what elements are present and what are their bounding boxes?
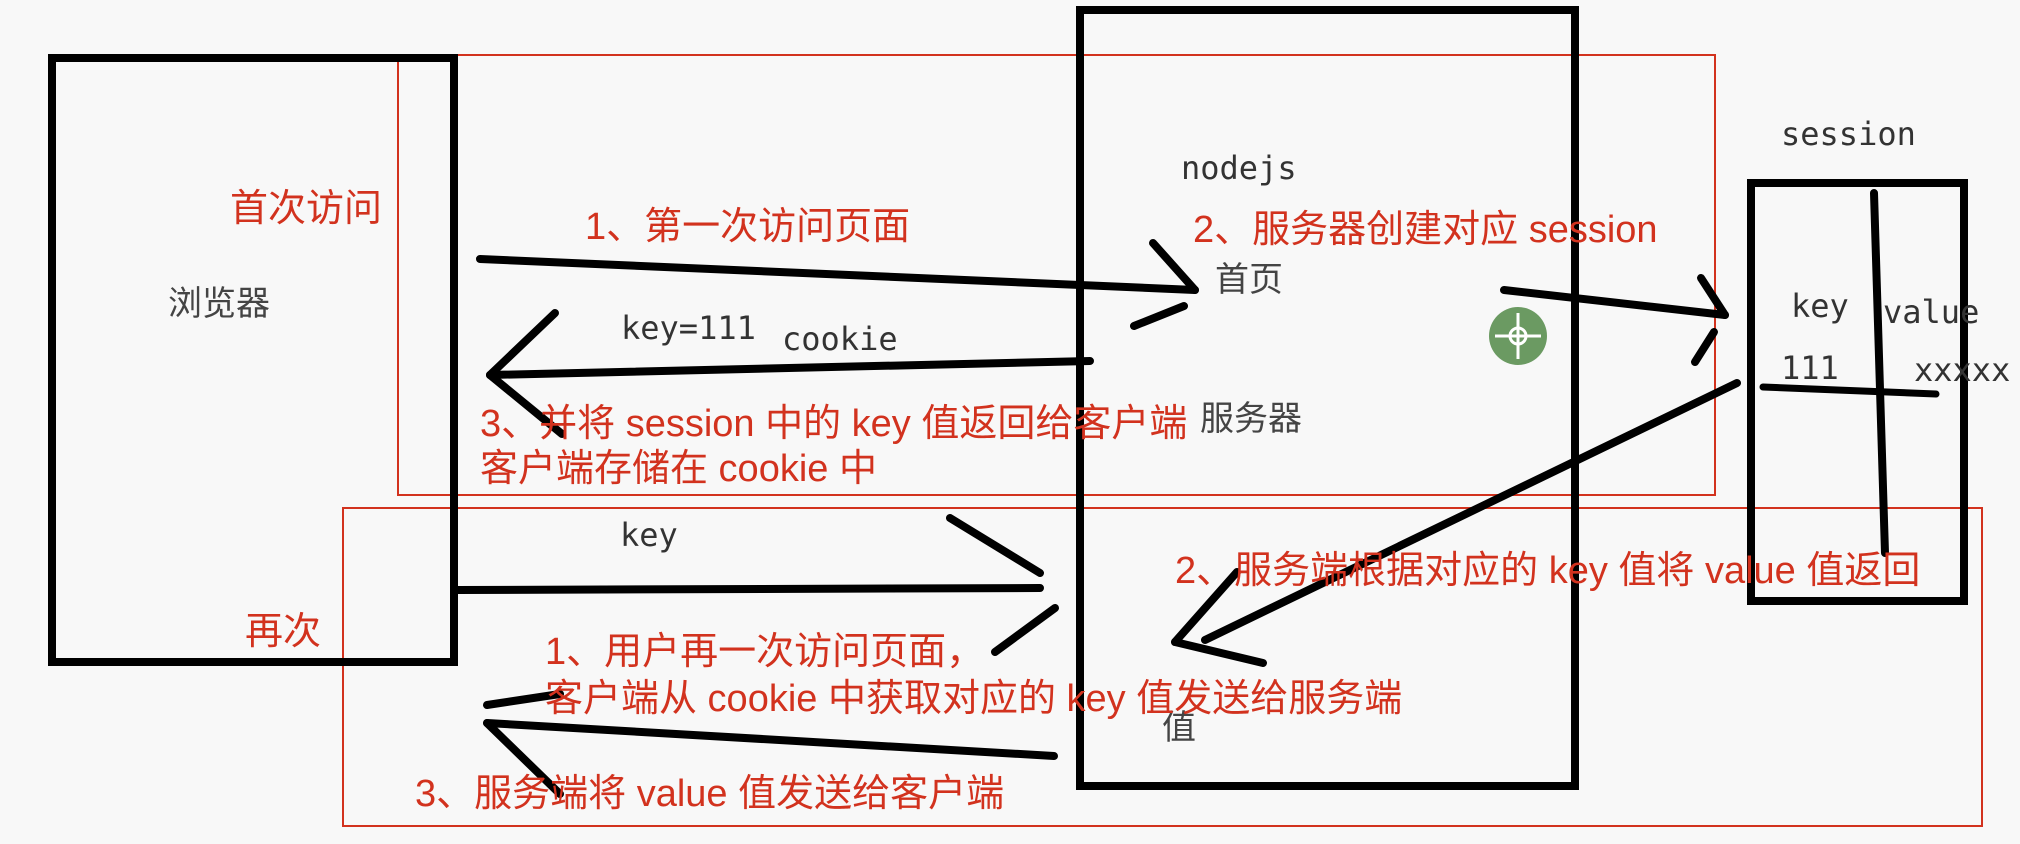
- step3-first-annotation-line2: 客户端存储在 cookie 中: [480, 448, 877, 490]
- first-visit-frame: [397, 54, 1716, 496]
- key-eq-label: key=111: [621, 309, 756, 347]
- session-table-divider-horizontal: [1759, 383, 1940, 398]
- first-visit-annotation: 首次访问: [230, 188, 383, 230]
- step3-again-annotation: 3、服务端将 value 值发送给客户端: [415, 773, 1005, 815]
- session-label: session: [1781, 115, 1916, 153]
- session-value-value: xxxxx: [1914, 351, 2011, 389]
- value-char-label: 值: [1162, 708, 1196, 748]
- server-label: 服务器: [1200, 399, 1302, 439]
- homepage-label: 首页: [1215, 260, 1283, 300]
- session-value-header: value: [1883, 293, 1980, 331]
- move-handle-icon[interactable]: [1489, 307, 1547, 365]
- step3-first-annotation-line1: 3、并将 session 中的 key 值返回给客户端: [480, 403, 1188, 445]
- step1-first-annotation: 1、第一次访问页面: [585, 206, 911, 248]
- step2-again-annotation: 2、服务端根据对应的 key 值将 value 值返回: [1175, 550, 1921, 592]
- session-key-value: 111: [1781, 349, 1839, 387]
- arrow-return-cookie: [486, 309, 1094, 438]
- step1-again-annotation-line1: 1、用户再一次访问页面，: [545, 631, 985, 673]
- session-key-header: key: [1791, 287, 1849, 325]
- server-box: [1076, 6, 1579, 790]
- session-table-divider-vertical: [1870, 189, 1889, 557]
- browser-box: [48, 54, 458, 666]
- nodejs-label: nodejs: [1181, 149, 1297, 187]
- step1-again-annotation-line2: 客户端从 cookie 中获取对应的 key 值发送给服务端: [545, 678, 1403, 720]
- key-send-label: key: [620, 516, 678, 554]
- arrow-session-value: [1171, 379, 1741, 667]
- arrow-create-session: [1500, 274, 1729, 366]
- arrow-send-key: [454, 514, 1059, 656]
- second-visit-frame: [342, 507, 1983, 827]
- again-annotation: 再次: [245, 611, 322, 653]
- arrow-first-request: [476, 239, 1199, 330]
- browser-label: 浏览器: [168, 284, 270, 324]
- arrow-return-value: [483, 690, 1058, 798]
- step2-first-annotation: 2、服务器创建对应 session: [1193, 209, 1658, 251]
- cookie-label: cookie: [782, 320, 898, 358]
- session-store-box: [1747, 179, 1968, 605]
